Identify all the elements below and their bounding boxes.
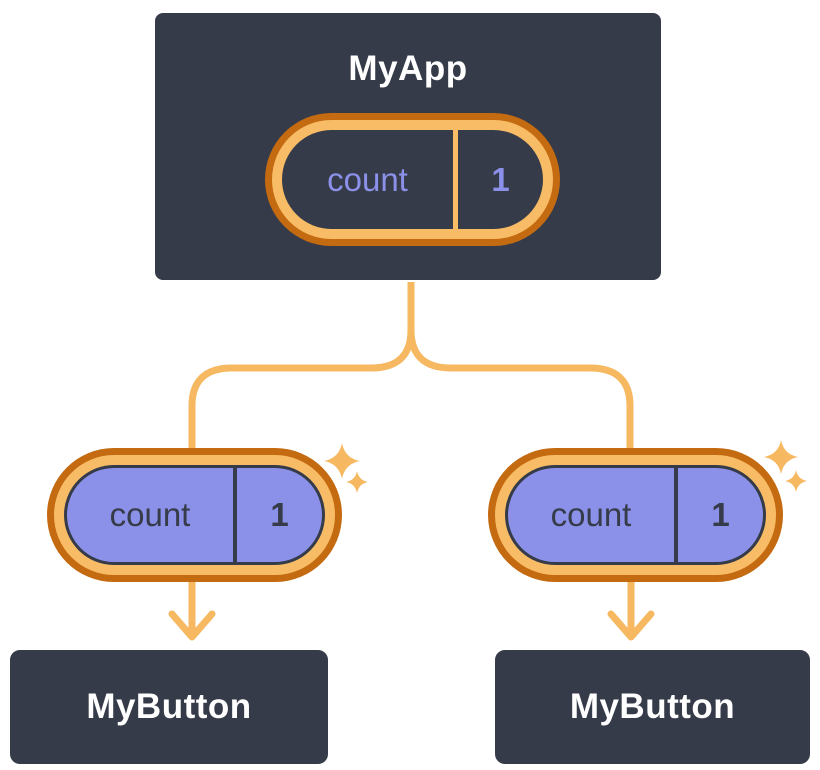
arrow-down-icon: [607, 578, 655, 641]
component-label: MyButton: [569, 687, 736, 726]
pill-divider: [674, 468, 678, 562]
branch-connector-right: [407, 279, 634, 454]
prop-pill-body: count 1: [505, 465, 766, 565]
branch-connector-left: [188, 279, 415, 454]
prop-value: 1: [270, 496, 289, 533]
component-label: MyApp: [348, 49, 468, 88]
component-node-mybutton-right: MyButton: [493, 648, 812, 766]
sparkle-icon: [764, 440, 799, 475]
state-value: 1: [491, 160, 510, 198]
prop-pill-right: count 1: [488, 448, 783, 582]
state-pill: count 1: [265, 113, 560, 246]
state-pill-body: count 1: [282, 130, 543, 229]
prop-pill-body: count 1: [64, 465, 325, 565]
arrow-down-icon: [168, 578, 216, 641]
state-name: count: [327, 160, 408, 198]
sparkle-icon: [785, 470, 808, 493]
prop-pill-ring: count 1: [54, 455, 335, 575]
pill-divider: [453, 130, 458, 229]
prop-pill-ring: count 1: [495, 455, 776, 575]
sparkle-icon: [324, 443, 360, 479]
prop-value: 1: [711, 496, 730, 533]
sparkle-icon: [346, 471, 369, 494]
prop-name: count: [550, 496, 632, 533]
component-label: MyButton: [86, 687, 252, 726]
pill-divider: [233, 468, 237, 562]
component-node-myapp: MyApp count 1: [153, 11, 663, 282]
component-node-mybutton-left: MyButton: [8, 648, 330, 766]
state-pill-ring: count 1: [272, 120, 553, 239]
prop-pill-left: count 1: [47, 448, 342, 582]
prop-name: count: [109, 496, 191, 533]
